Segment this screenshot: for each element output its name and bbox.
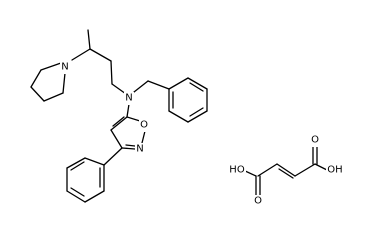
isoxazole-oxygen-label: O (140, 120, 148, 131)
benzyl-group (133, 77, 208, 123)
right-hydroxyl-label: OH (327, 165, 342, 176)
phenyl-group (66, 147, 123, 203)
right-carbonyl-oxygen-label: O (311, 135, 319, 146)
isoxazole-ring (110, 116, 146, 150)
fumaric-acid (242, 145, 328, 197)
pyrrolidine-nitrogen-label: N (61, 62, 68, 73)
atom-labels: N N O N HO O O OH (60, 61, 344, 208)
amine-nitrogen-label: N (125, 93, 132, 104)
isoxazole-nitrogen-label: N (136, 144, 143, 155)
butyl-chain (71, 29, 127, 95)
left-hydroxyl-label: HO (229, 165, 245, 176)
molecule-canvas: N N O N HO O O OH (30, 29, 344, 208)
left-carbonyl-oxygen-label: O (254, 196, 262, 207)
amine-isoxazole-bond (126, 103, 130, 118)
pyrrolidine-ring (30, 62, 66, 102)
structure-drawing: N N O N HO O O OH (30, 29, 344, 208)
